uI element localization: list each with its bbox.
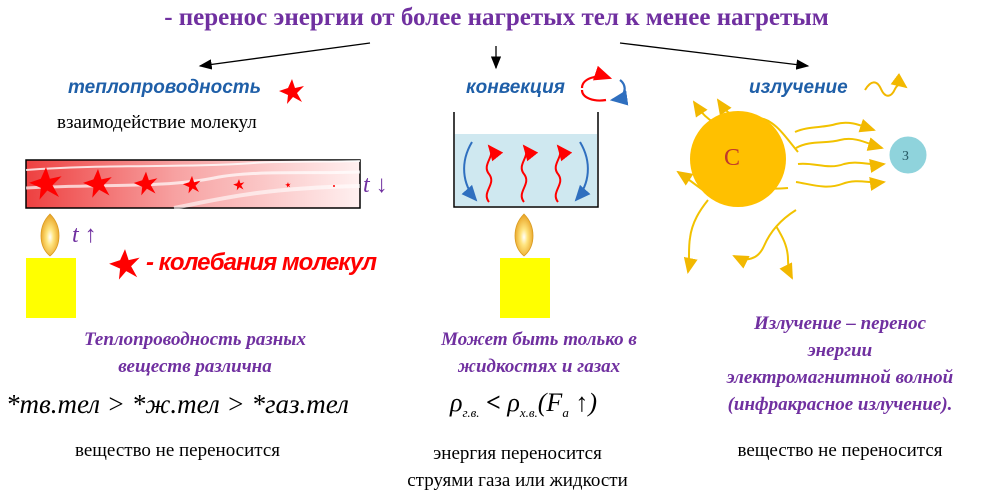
less-than-sign: < (479, 388, 508, 417)
sun-icon (690, 111, 786, 207)
archimedes-force: (F (537, 388, 563, 417)
vibration-label: - колебания молекул (146, 249, 377, 276)
star-icon (279, 79, 304, 104)
conduction-caption-line1: Теплопроводность разных (84, 329, 306, 350)
heated-rod (25, 159, 361, 210)
rho-warm: ρ (450, 388, 463, 417)
conduction-heading: теплопроводность (68, 77, 261, 98)
convection-return-left (461, 141, 478, 202)
rho-cold: ρ (507, 388, 520, 417)
molecule-star-3 (133, 171, 158, 196)
earth-label: З (902, 149, 910, 164)
candle-center (500, 213, 550, 318)
molecule-star-4 (182, 175, 201, 194)
temperature-up-label: t ↑ (72, 222, 97, 248)
archimedes-force-sub: a (562, 405, 569, 421)
rho-cold-sub: х.в. (519, 405, 538, 421)
conduction-formula: *тв.тел > *ж.тел > *газ.тел (6, 389, 349, 419)
radiation-caption: Излучение – перенос энергии электромагни… (690, 310, 990, 418)
radiation-caption-line2: энергии (807, 340, 873, 361)
convection-caption: Может быть только в жидкостях и газах (380, 326, 698, 380)
convection-cycle-icon (580, 65, 629, 106)
earth-icon (888, 135, 928, 175)
rho-warm-sub: г.в. (462, 405, 480, 421)
radiation-note: вещество не переносится (737, 440, 943, 461)
convection-stream-1 (485, 144, 504, 203)
wave-icon (864, 73, 908, 97)
molecule-dot (333, 185, 335, 187)
radiation-caption-line4: (инфракрасное излучение). (727, 394, 953, 415)
temperature-down-label: t ↓ (363, 172, 388, 198)
radiation-caption-line3: электромагнитной волной (726, 367, 954, 388)
arrow-to-radiation (619, 42, 810, 70)
convection-heading: конвекция (466, 77, 565, 98)
convection-note: энергия переносится струями газа или жид… (360, 440, 675, 494)
convection-formula: ρг.в. < ρх.в.(Fa ↑) (450, 388, 597, 421)
sun-radiation (676, 98, 928, 280)
vibration-star-icon (109, 249, 140, 280)
molecule-star-6 (285, 182, 291, 188)
title-arrows (198, 42, 810, 70)
archimedes-arrow: ↑) (568, 388, 597, 417)
liquid-vessel (453, 112, 599, 208)
page-title: - перенос энергии от более нагретых тел … (164, 4, 829, 31)
candle-left (26, 213, 76, 318)
conduction-note: вещество не переносится (75, 440, 280, 461)
convection-stream-2 (520, 144, 539, 203)
radiation-heading: излучение (749, 77, 848, 98)
conduction-caption-line2: веществ различна (118, 356, 272, 377)
molecule-star-2 (83, 169, 112, 198)
conduction-subtitle: взаимодействие молекул (57, 112, 257, 133)
convection-note-line2: струями газа или жидкости (407, 470, 628, 491)
arrow-to-conduction (198, 42, 371, 70)
molecule-star-1 (29, 167, 62, 200)
convection-note-line1: энергия переносится (433, 443, 602, 464)
convection-caption-line1: Может быть только в (441, 329, 637, 350)
sun-label: С (724, 145, 741, 171)
convection-return-right (574, 141, 591, 202)
conduction-caption: Теплопроводность разных веществ различна (30, 326, 360, 380)
radiation-caption-line1: Излучение – перенос (753, 313, 927, 334)
convection-stream-3 (554, 144, 573, 203)
molecule-star-5 (233, 179, 245, 191)
convection-caption-line2: жидкостях и газах (457, 356, 621, 377)
